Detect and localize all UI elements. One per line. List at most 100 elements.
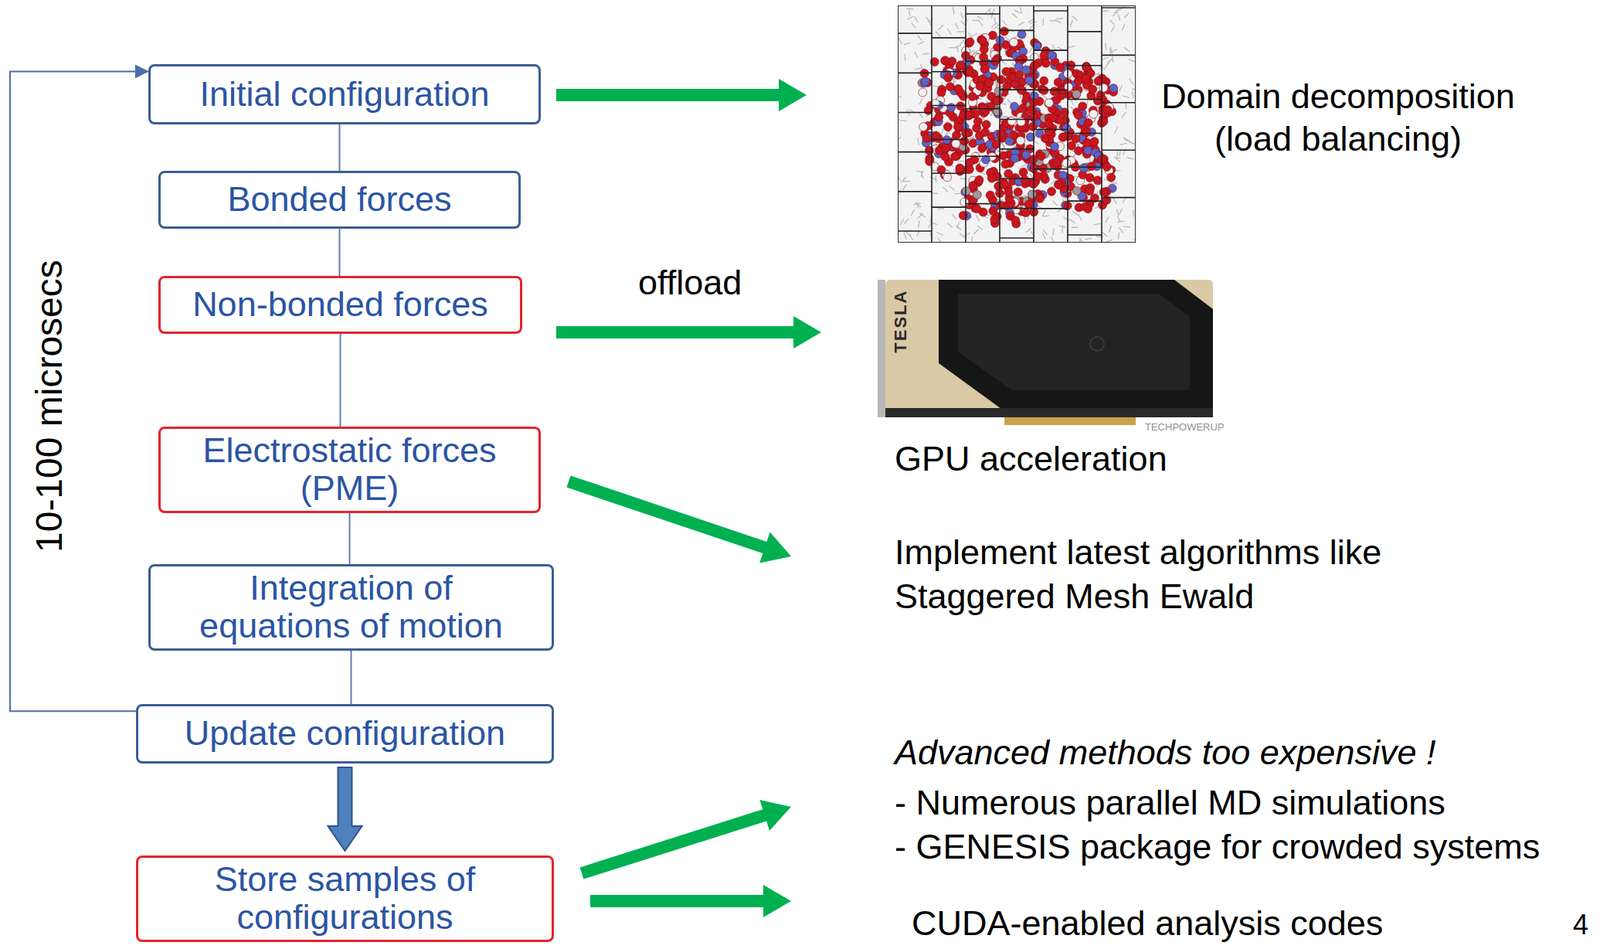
water-stick xyxy=(948,47,956,48)
grid-line xyxy=(1033,10,1068,12)
atom xyxy=(1107,173,1116,182)
atom xyxy=(1016,117,1026,126)
water-stick xyxy=(975,214,979,221)
water-stick xyxy=(949,186,955,191)
loop-connector xyxy=(10,71,148,711)
domain-decomposition-image xyxy=(897,5,1136,243)
water-stick xyxy=(1120,142,1128,145)
water-stick xyxy=(1057,47,1064,51)
atom xyxy=(940,143,950,153)
water-stick xyxy=(1052,200,1057,206)
water-stick xyxy=(913,16,918,23)
atom xyxy=(1062,123,1071,133)
green-arrow xyxy=(556,78,807,112)
atom xyxy=(1024,200,1033,209)
water-stick xyxy=(1061,226,1064,234)
atom xyxy=(996,129,1006,139)
atom xyxy=(968,91,977,101)
atom xyxy=(1083,118,1093,127)
water-stick xyxy=(1132,209,1135,217)
water-stick xyxy=(908,9,911,17)
label-text: GPU acceleration xyxy=(894,438,1168,479)
atom xyxy=(955,163,965,173)
water-stick xyxy=(1110,25,1115,32)
atom xyxy=(954,84,963,93)
atom xyxy=(940,56,950,65)
process-box: Integration of equations of motion xyxy=(148,563,554,651)
grid-line xyxy=(1033,89,1068,92)
connector-line xyxy=(339,333,342,427)
atom xyxy=(974,175,984,184)
grid-line xyxy=(964,5,967,243)
domain-grid xyxy=(897,5,1136,243)
atom xyxy=(1072,89,1081,99)
process-box: Update configuration xyxy=(135,703,554,764)
water-stick xyxy=(900,218,904,225)
water-stick xyxy=(917,213,924,218)
atom xyxy=(990,215,999,225)
water-stick xyxy=(954,193,962,195)
atom xyxy=(1081,74,1091,83)
text-label: 4 xyxy=(1572,908,1589,941)
water-stick xyxy=(922,53,930,55)
atom xyxy=(999,27,1009,36)
text-label: GPU acceleration xyxy=(894,438,1168,479)
green-arrow xyxy=(556,315,822,349)
atom xyxy=(1047,186,1057,196)
atom xyxy=(1083,146,1093,155)
water-stick xyxy=(991,11,993,19)
water-stick xyxy=(1111,55,1113,63)
water-stick xyxy=(947,28,952,34)
atom xyxy=(1072,186,1081,195)
atom xyxy=(1039,50,1049,60)
water-stick xyxy=(963,232,970,236)
water-stick xyxy=(1004,36,1010,41)
water-stick xyxy=(1042,232,1046,239)
water-stick xyxy=(1119,208,1123,215)
text-label: Domain decomposition (load balancing) xyxy=(1141,75,1536,161)
atom xyxy=(1009,37,1019,47)
water-stick xyxy=(961,12,964,19)
grid-line xyxy=(999,207,1034,210)
atom xyxy=(972,204,982,214)
water-stick xyxy=(903,232,907,239)
water-stick xyxy=(1109,225,1111,233)
atom xyxy=(1001,159,1010,169)
water-stick xyxy=(915,202,921,208)
atom xyxy=(1093,96,1102,106)
grid-line xyxy=(1101,101,1136,104)
atom xyxy=(940,56,950,65)
grid-line xyxy=(999,118,1034,121)
process-box: Electrostatic forces (PME) xyxy=(158,426,541,513)
water-stick xyxy=(910,209,914,216)
atom xyxy=(1000,180,1009,189)
water-stick xyxy=(938,24,944,30)
water-stick xyxy=(1054,19,1061,23)
water-stick xyxy=(1128,59,1135,62)
atom xyxy=(1020,175,1030,184)
water-stick xyxy=(909,234,913,241)
text-label: TESLA xyxy=(890,288,911,353)
atom xyxy=(987,173,996,183)
atom xyxy=(1013,187,1023,197)
water-stick xyxy=(954,44,962,48)
water-stick xyxy=(906,8,914,10)
atom xyxy=(1099,187,1108,197)
atom xyxy=(943,122,952,132)
grid-line xyxy=(1067,30,1102,33)
water-stick xyxy=(1109,225,1112,232)
water-stick xyxy=(971,236,972,243)
water-stick xyxy=(1071,227,1079,229)
text-label: - Numerous parallel MD simulations xyxy=(894,782,1446,823)
water-stick xyxy=(903,180,911,182)
atom xyxy=(973,117,982,126)
water-stick xyxy=(1093,223,1101,225)
water-stick xyxy=(1099,65,1105,70)
grid-line xyxy=(931,172,966,174)
grid-line xyxy=(999,59,1034,62)
atom xyxy=(1004,187,1013,197)
water-stick xyxy=(1105,61,1110,68)
grid-line xyxy=(965,108,1000,110)
atom xyxy=(1079,163,1088,173)
